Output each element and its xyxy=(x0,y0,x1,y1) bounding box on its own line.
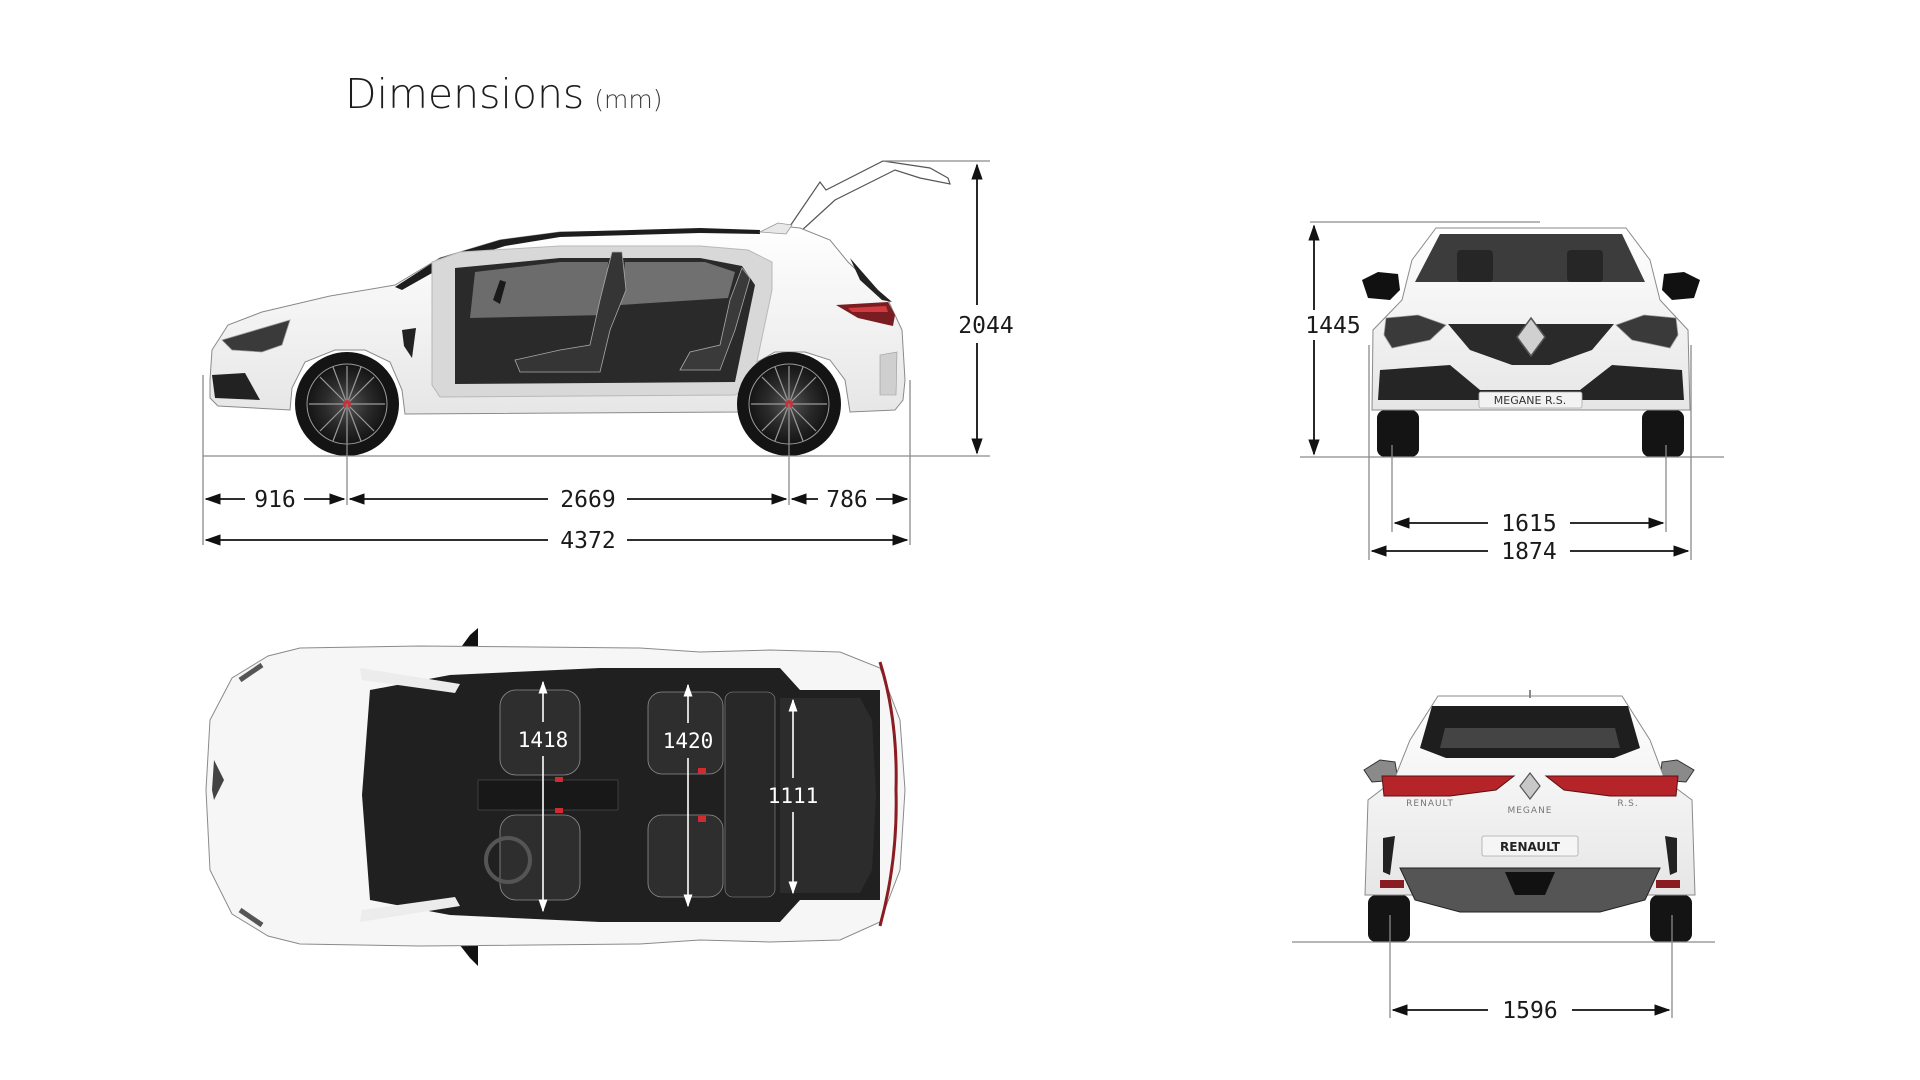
rear-rs-badge: R.S. xyxy=(1617,799,1638,809)
steering-wheel xyxy=(493,280,506,304)
page-title: Dimensions (mm) xyxy=(345,70,663,118)
rear-plate xyxy=(1481,835,1579,857)
front-overhang-label: 916 xyxy=(254,487,296,513)
overall-length-label: 4372 xyxy=(560,528,615,554)
front-right-seat xyxy=(499,814,581,901)
rear-view-car: MEGANE RENAULT R.S. RENAULT xyxy=(1363,690,1696,942)
rear-right-seat xyxy=(647,814,724,898)
front-lower-intake xyxy=(1378,365,1684,400)
left-mirror xyxy=(1362,272,1400,300)
height-open-tailgate-label: 2044 xyxy=(958,313,1013,339)
top-view-car xyxy=(205,628,906,966)
rear-model-badge: MEGANE xyxy=(1507,806,1552,816)
rear-overhang-label: 786 xyxy=(826,487,868,513)
boot-floor xyxy=(780,698,876,893)
title-unit: (mm) xyxy=(594,85,663,114)
rear-elbow-width-label: 1420 xyxy=(663,729,714,753)
headlight xyxy=(221,319,291,353)
top-steering-wheel xyxy=(484,836,532,884)
front-fender-vent xyxy=(402,328,416,358)
rear-renault-logo xyxy=(1519,772,1541,800)
front-elbow-width-label: 1418 xyxy=(518,728,569,752)
open-tailgate-outline xyxy=(784,160,951,233)
renault-logo xyxy=(1516,316,1546,358)
side-window-front xyxy=(470,262,608,318)
center-console xyxy=(477,779,619,811)
front-plate-text: MEGANE R.S. xyxy=(1494,394,1566,407)
front-view-car: MEGANE R.S. xyxy=(1362,227,1700,457)
rear-track-label: 1596 xyxy=(1502,998,1557,1024)
title-main: Dimensions xyxy=(345,70,585,118)
right-headlight xyxy=(1615,314,1679,349)
front-plate xyxy=(1478,391,1583,409)
rear-brand-badge: RENAULT xyxy=(1406,799,1454,809)
side-view-reference-lines xyxy=(202,160,990,545)
rear-bench xyxy=(724,691,776,898)
hood-front-edge xyxy=(212,760,224,800)
rear-bumper-vent xyxy=(879,351,898,396)
front-seat xyxy=(514,251,627,373)
right-mirror xyxy=(1662,272,1700,300)
rear-right-tail-light xyxy=(1544,775,1679,797)
front-height-label: 1445 xyxy=(1305,313,1360,339)
front-track-label: 1615 xyxy=(1501,511,1556,537)
rear-seat xyxy=(679,267,751,371)
front-bumper-vent xyxy=(212,373,260,400)
side-window-rear xyxy=(620,262,735,305)
front-view-dimensions xyxy=(1308,224,1690,557)
top-view-dimensions xyxy=(538,680,798,913)
windshield xyxy=(1415,234,1645,282)
side-view-dimensions xyxy=(204,163,983,546)
rear-spoiler xyxy=(758,222,793,235)
wheelbase-label: 2669 xyxy=(560,487,615,513)
overall-width-label: 1874 xyxy=(1501,539,1556,565)
rear-left-tail-light xyxy=(1381,775,1516,797)
rear-plate-text: RENAULT xyxy=(1500,840,1561,854)
front-view-reference-lines xyxy=(1300,221,1724,560)
side-view-car xyxy=(209,160,951,456)
left-headlight xyxy=(1383,314,1447,349)
boot-width-label: 1111 xyxy=(768,784,819,808)
rear-view-reference-lines xyxy=(1292,915,1715,1018)
